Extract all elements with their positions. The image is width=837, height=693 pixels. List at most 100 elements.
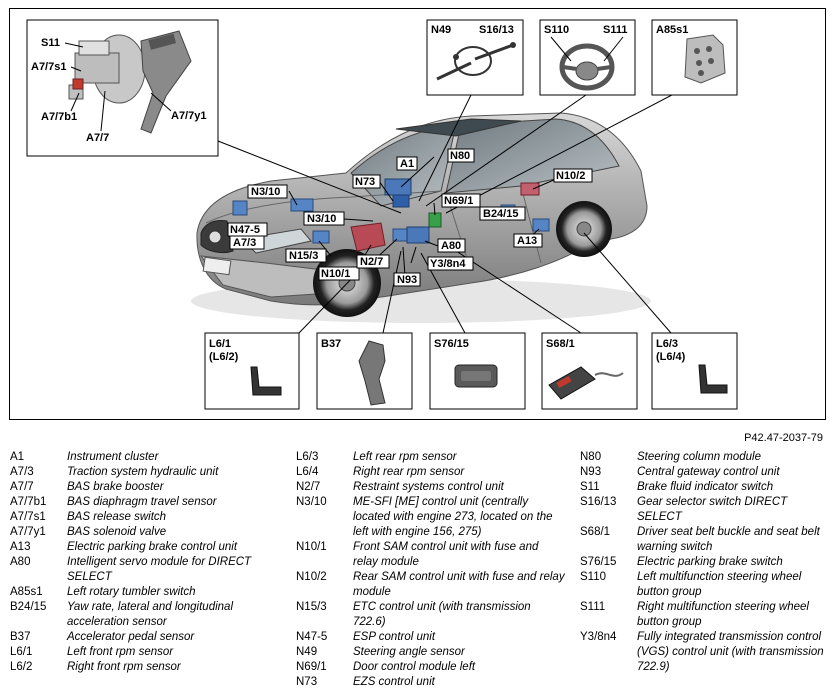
legend-code: N69/1 xyxy=(296,661,327,673)
legend-description: Intelligent servo module for DIRECT SELE… xyxy=(67,556,252,583)
label-s11: S11 xyxy=(41,37,60,49)
legend-code: A85s1 xyxy=(10,586,43,598)
a80-component xyxy=(406,226,430,244)
legend-description: BAS brake booster xyxy=(67,481,164,493)
inset-steering-column: N49 S16/13 xyxy=(426,19,524,96)
callout-a1: A1 xyxy=(400,158,414,170)
legend-description: Gear selector switch DIRECT SELECT xyxy=(637,496,788,523)
callout-n80: N80 xyxy=(450,150,470,162)
legend-description: Brake fluid indicator switch xyxy=(637,481,774,493)
legend-description: Right multifunction steering wheel butto… xyxy=(637,601,809,628)
legend-row: S110 Left multifunction steering wheel bu… xyxy=(580,570,830,600)
legend-row: A80 Intelligent servo module for DIRECT S… xyxy=(10,555,280,585)
pedal-bracket-icon xyxy=(140,30,192,134)
legend-code: N15/3 xyxy=(296,601,327,613)
legend-description: ME-SFI [ME] control unit (centrally loca… xyxy=(353,496,553,538)
callout-n93: N93 xyxy=(397,274,417,286)
label-n49: N49 xyxy=(431,24,451,36)
n15-3-component xyxy=(312,230,330,244)
legend-description: BAS solenoid valve xyxy=(67,526,167,538)
legend-code: S11 xyxy=(580,481,600,493)
label-s68-1: S68/1 xyxy=(546,338,575,350)
label-a7-7: A7/7 xyxy=(86,132,109,144)
legend-code: A7/7b1 xyxy=(10,496,47,508)
legend-description: EZS control unit xyxy=(353,676,435,688)
legend-code: S76/15 xyxy=(580,556,617,568)
legend-description: Steering angle sensor xyxy=(353,646,465,658)
legend-code: B37 xyxy=(10,631,31,643)
a13-component xyxy=(532,218,550,232)
legend-row: N49 Steering angle sensor xyxy=(296,645,566,660)
label-s111: S111 xyxy=(603,24,627,36)
accelerator-pedal-icon xyxy=(358,340,386,406)
a7-7-component xyxy=(350,222,386,252)
legend-description: Accelerator pedal sensor xyxy=(67,631,195,643)
label-s76-15: S76/15 xyxy=(434,338,469,350)
legend-description: Right front rpm sensor xyxy=(67,661,181,673)
inset-s76-15: S76/15 xyxy=(429,332,526,410)
legend-code: A80 xyxy=(10,556,31,568)
inset-b37: B37 xyxy=(316,332,413,410)
callout-n69-1: N69/1 xyxy=(444,195,473,207)
legend-code: A1 xyxy=(10,451,25,463)
inset-tumbler-switch: A85s1 xyxy=(651,19,738,96)
legend-row: S11 Brake fluid indicator switch xyxy=(580,480,830,495)
legend-row: A7/7b1 BAS diaphragm travel sensor xyxy=(10,495,280,510)
license-plate xyxy=(202,256,232,276)
legend-code: S16/13 xyxy=(580,496,617,508)
mercedes-star-icon xyxy=(208,230,222,244)
legend-description: Steering column module xyxy=(637,451,762,463)
legend-code: S68/1 xyxy=(580,526,611,538)
rpm-sensor-icon xyxy=(250,366,282,396)
legend-description: Rear SAM control unit with fuse and rela… xyxy=(353,571,565,598)
legend-description: Left multifunction steering wheel button… xyxy=(637,571,802,598)
label-l6-4: (L6/4) xyxy=(656,351,686,363)
callout-n3-10-mid: N3/10 xyxy=(307,213,336,225)
callout-a7-3: A7/3 xyxy=(233,237,256,249)
label-b37: B37 xyxy=(321,338,341,350)
legend-description: Traction system hydraulic unit xyxy=(67,466,219,478)
n69-1-component xyxy=(428,212,442,228)
legend-description: BAS diaphragm travel sensor xyxy=(67,496,217,508)
legend-code: N80 xyxy=(580,451,602,463)
legend-code: N47-5 xyxy=(296,631,328,643)
label-l6-2: (L6/2) xyxy=(209,351,239,363)
legend-code: S110 xyxy=(580,571,607,583)
rotary-switch-icon xyxy=(684,34,726,84)
n3-10-component xyxy=(290,198,314,212)
legend-code: L6/3 xyxy=(296,451,319,463)
legend-row: S76/15 Electric parking brake switch xyxy=(580,555,830,570)
label-s110: S110 xyxy=(544,24,569,36)
legend-description: Electric parking brake switch xyxy=(637,556,783,568)
callout-n10-2: N10/2 xyxy=(556,170,585,182)
inset-l6-1: L6/1 (L6/2) xyxy=(204,332,300,410)
legend-code: L6/4 xyxy=(296,466,319,478)
car-sunroof xyxy=(395,118,522,137)
inset-steering-wheel: S110 S111 xyxy=(539,19,636,96)
legend-code: L6/1 xyxy=(10,646,33,658)
callout-n15-3: N15/3 xyxy=(289,250,318,262)
solenoid-marker xyxy=(72,78,84,90)
figure-reference: P42.47-2037-79 xyxy=(744,432,823,444)
legend-code: A7/7s1 xyxy=(10,511,46,523)
car-callouts: A1 N80 N73 N3/10 N3/10 N47-5 A7/3 N15/3 … xyxy=(227,148,593,287)
label-a7-7y1: A7/7y1 xyxy=(171,110,206,122)
rpm-sensor-rear-icon xyxy=(698,364,728,394)
diagram-frame: A1 N80 N73 N3/10 N3/10 N47-5 A7/3 N15/3 … xyxy=(9,8,826,420)
car-illustration xyxy=(191,112,651,323)
inset-s68-1: S68/1 xyxy=(541,332,638,410)
n73-component xyxy=(392,194,410,208)
legend-code: N49 xyxy=(296,646,318,658)
inset-brake-booster: S11 A7/7s1 A7/7b1 A7/7 A7/7y1 xyxy=(26,19,219,157)
